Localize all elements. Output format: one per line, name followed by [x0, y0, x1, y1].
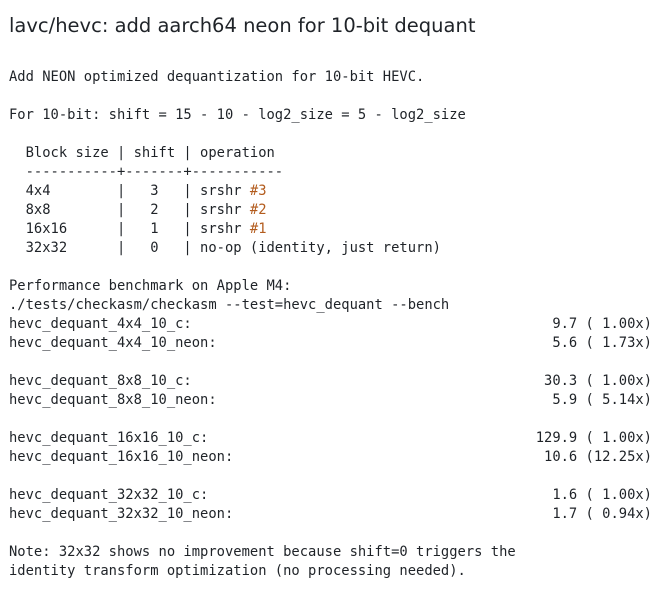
bench-function-name: hevc_dequant_8x8_10_c:	[9, 373, 192, 389]
spacer	[9, 524, 652, 543]
bench-row: hevc_dequant_8x8_10_c: 30.3 ( 1.00x)	[9, 372, 652, 391]
bench-row: hevc_dequant_32x32_10_neon: 1.7 ( 0.94x)	[9, 505, 652, 524]
commit-message-body: Add NEON optimized dequantization for 10…	[9, 68, 652, 581]
table-row: 4x4 | 3 | srshr #3	[9, 182, 652, 201]
spacer	[9, 467, 652, 486]
note-line: Note: 32x32 shows no improvement because…	[9, 544, 516, 560]
table-divider: -----------+-------+-----------	[9, 164, 284, 180]
bench-function-name: hevc_dequant_32x32_10_c:	[9, 487, 209, 503]
table-row-text: 4x4 | 3 | srshr	[9, 183, 250, 199]
table-row: 32x32 | 0 | no-op (identity, just return…	[9, 239, 652, 258]
table-row-text: 8x8 | 2 | srshr	[9, 202, 250, 218]
bench-row: hevc_dequant_4x4_10_neon: 5.6 ( 1.73x)	[9, 334, 652, 353]
bench-function-name: hevc_dequant_4x4_10_neon:	[9, 335, 217, 351]
bench-row: hevc_dequant_32x32_10_c: 1.6 ( 1.00x)	[9, 486, 652, 505]
bench-timing: 129.9 ( 1.00x)	[535, 430, 652, 446]
intro-line: Add NEON optimized dequantization for 10…	[9, 69, 425, 85]
table-rows: 4x4 | 3 | srshr #3 8x8 | 2 | srshr #2 16…	[9, 182, 652, 258]
table-row: 16x16 | 1 | srshr #1	[9, 220, 652, 239]
shift-immediate: #3	[249, 183, 267, 199]
bench-title: Performance benchmark on Apple M4:	[9, 278, 292, 294]
bench-function-name: hevc_dequant_4x4_10_c:	[9, 316, 192, 332]
bench-row: hevc_dequant_4x4_10_c: 9.7 ( 1.00x)	[9, 315, 652, 334]
note-line: identity transform optimization (no proc…	[9, 563, 466, 579]
bench-function-name: hevc_dequant_8x8_10_neon:	[9, 392, 217, 408]
bench-function-name: hevc_dequant_16x16_10_neon:	[9, 449, 234, 465]
table-row: 8x8 | 2 | srshr #2	[9, 201, 652, 220]
spacer	[9, 353, 652, 372]
bench-row: hevc_dequant_16x16_10_c: 129.9 ( 1.00x)	[9, 429, 652, 448]
bench-command: ./tests/checkasm/checkasm --test=hevc_de…	[9, 297, 450, 313]
spacer	[9, 258, 652, 277]
bench-row: hevc_dequant_16x16_10_neon: 10.6 (12.25x)	[9, 448, 652, 467]
spacer	[9, 125, 652, 144]
bench-timing: 9.7 ( 1.00x)	[552, 316, 652, 332]
bench-timing: 1.7 ( 0.94x)	[552, 506, 652, 522]
bench-timing: 30.3 ( 1.00x)	[544, 373, 652, 389]
table-row-text: 32x32 | 0 | no-op (identity, just return…	[9, 240, 441, 256]
shift-table: Block size | shift | operation ---------…	[9, 144, 652, 258]
bench-results: hevc_dequant_4x4_10_c:9.7 ( 1.00x)hevc_d…	[9, 315, 652, 524]
bench-row: hevc_dequant_8x8_10_neon: 5.9 ( 5.14x)	[9, 391, 652, 410]
table-header: Block size | shift | operation	[9, 145, 275, 161]
spacer	[9, 410, 652, 429]
bench-function-name: hevc_dequant_16x16_10_c:	[9, 430, 209, 446]
bench-timing: 5.9 ( 5.14x)	[552, 392, 652, 408]
spacer	[9, 87, 652, 106]
shift-immediate: #1	[249, 221, 267, 237]
shift-formula: For 10-bit: shift = 15 - 10 - log2_size …	[9, 107, 466, 123]
bench-function-name: hevc_dequant_32x32_10_neon:	[9, 506, 234, 522]
bench-timing: 5.6 ( 1.73x)	[552, 335, 652, 351]
bench-timing: 1.6 ( 1.00x)	[552, 487, 652, 503]
commit-title: lavc/hevc: add aarch64 neon for 10-bit d…	[9, 14, 476, 37]
table-row-text: 16x16 | 1 | srshr	[9, 221, 250, 237]
note: Note: 32x32 shows no improvement because…	[9, 543, 652, 581]
bench-timing: 10.6 (12.25x)	[544, 449, 652, 465]
shift-immediate: #2	[249, 202, 267, 218]
